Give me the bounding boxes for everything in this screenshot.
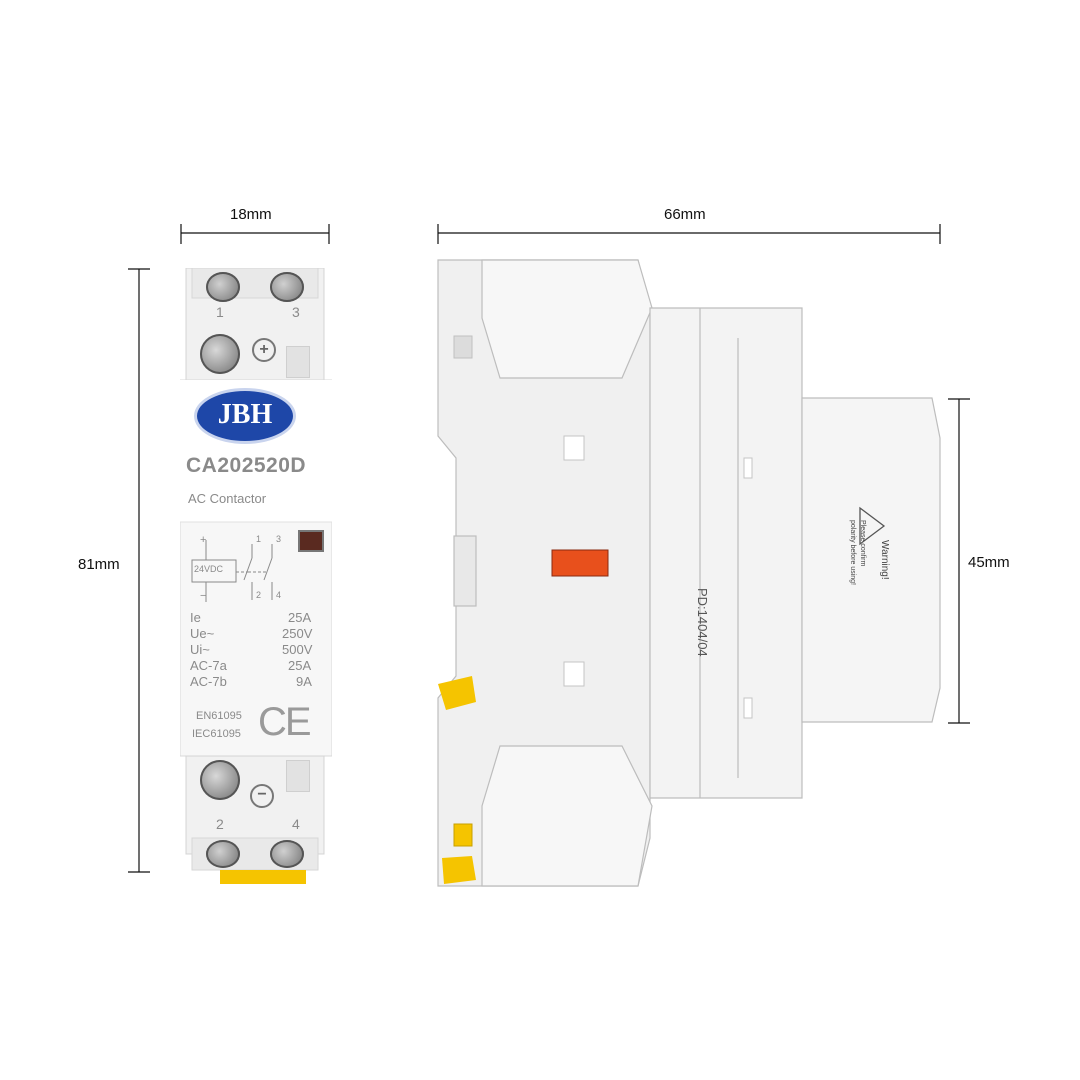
warning-title: Warning!: [879, 540, 890, 580]
screw-icon[interactable]: [206, 272, 240, 302]
diagram-num-4: 4: [276, 590, 282, 600]
dimension-width-side: 66mm: [664, 206, 706, 223]
wiring-diagram: [191, 540, 273, 602]
rating-value-ac7b: 9A: [296, 674, 312, 689]
brand-logo: [194, 388, 296, 444]
dimension-height-rail: 45mm: [968, 554, 1010, 571]
screw-icon[interactable]: [270, 272, 304, 302]
screw-icon[interactable]: [206, 840, 240, 868]
rating-label-ue: Ue~: [190, 626, 215, 641]
plus-sign-icon: +: [252, 338, 276, 362]
diagram-minus: −: [200, 590, 207, 602]
coil-screw-icon[interactable]: [200, 334, 240, 374]
standard-en: EN61095: [196, 710, 242, 722]
ce-mark-icon: CE: [258, 700, 312, 744]
coil-screw-icon[interactable]: [200, 760, 240, 800]
standard-iec: IEC61095: [192, 728, 241, 740]
production-code: PD:1404/04: [695, 588, 710, 657]
screw-icon[interactable]: [270, 840, 304, 868]
dimension-height-front: 81mm: [78, 556, 120, 573]
terminal-label-2: 2: [216, 816, 224, 832]
warning-line-2: polarity before using!: [849, 520, 856, 585]
rating-value-ui: 500V: [282, 642, 313, 657]
contactor-front-view: 1 3 + JBH CA202520D AC Contactor: [180, 268, 332, 884]
rating-value-ie: 25A: [288, 610, 312, 625]
brand-logo-text: JBH: [217, 399, 273, 430]
product-type: AC Contactor: [188, 491, 267, 506]
side-body-drawing: [437, 259, 941, 887]
rating-value-ac7a: 25A: [288, 658, 312, 673]
coil-slot: [286, 760, 310, 792]
warning-line-1: Please confirm: [859, 520, 866, 567]
rating-label-ac7b: AC-7b: [190, 674, 227, 689]
terminal-label-4: 4: [292, 816, 300, 832]
coil-voltage-label: 24VDC: [194, 564, 224, 574]
rating-label-ie: Ie: [190, 610, 201, 625]
diagram-num-2: 2: [256, 590, 262, 600]
dimension-width-front: 18mm: [230, 206, 272, 223]
contactor-side-view: PD:1404/04 Warning! Please confirm polar…: [432, 258, 952, 888]
rating-value-ue: 250V: [282, 626, 313, 641]
rating-label-ui: Ui~: [190, 642, 210, 657]
rating-label-ac7a: AC-7a: [190, 658, 227, 673]
diagram-plus: +: [200, 534, 207, 546]
minus-sign-text: −: [257, 786, 267, 803]
diagram-num-1: 1: [256, 534, 262, 544]
status-indicator-window: [298, 530, 324, 552]
plus-sign-text: +: [259, 341, 269, 358]
coil-slot: [286, 346, 310, 378]
model-number: CA202520D: [186, 454, 307, 477]
minus-sign-icon: −: [250, 784, 274, 808]
terminal-label-3: 3: [292, 304, 300, 320]
front-body-drawing: [180, 268, 332, 884]
terminal-label-1: 1: [216, 304, 224, 320]
diagram-num-3: 3: [276, 534, 282, 544]
